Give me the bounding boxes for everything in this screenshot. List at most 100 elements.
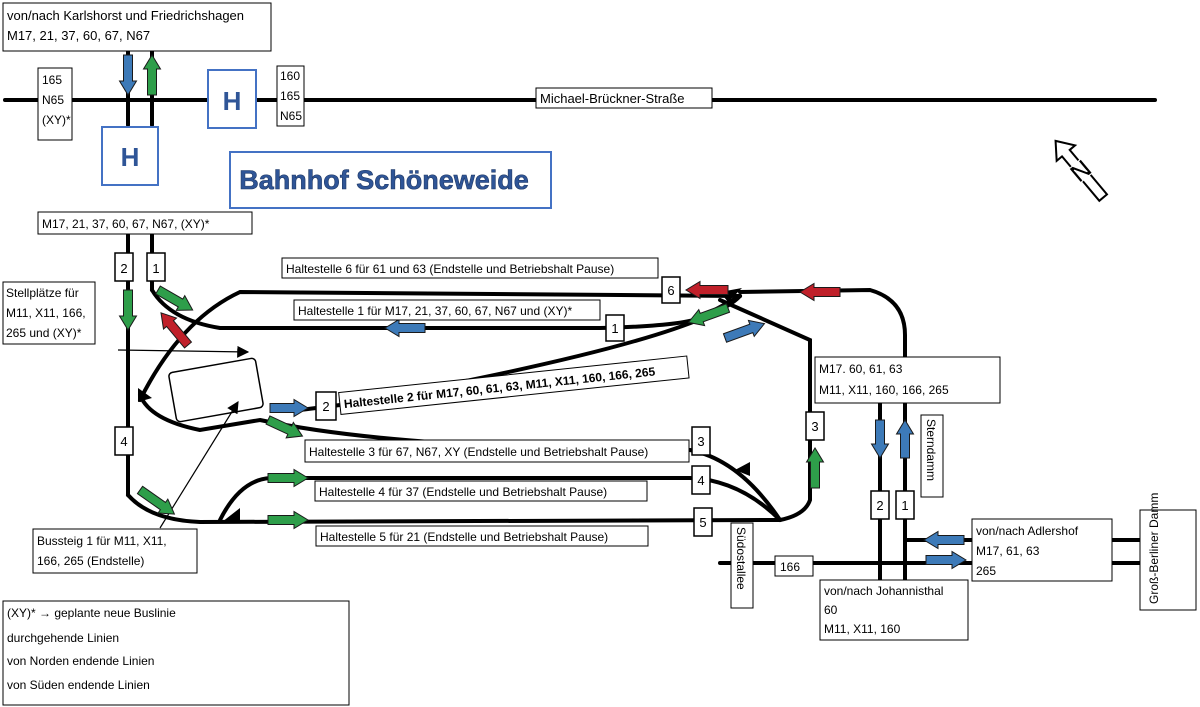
arrow-bussteig-diag xyxy=(136,485,176,515)
svg-text:1: 1 xyxy=(611,321,618,336)
label-michael-brueckner: Michael-Brückner-Straße xyxy=(535,87,713,109)
label-left-stop-lines: 165 N65 (XY)* xyxy=(37,67,73,141)
label-right-stop-lines: 160 165 N65 xyxy=(276,65,305,127)
label-haltestelle-5: Haltestelle 5 für 21 (Endstelle und Betr… xyxy=(315,525,649,547)
label-line-166: 166 xyxy=(774,555,814,577)
legend-north: von Norden endende Linien xyxy=(7,654,154,668)
label-suedostallee: Südostallee xyxy=(730,522,754,609)
label-adlershof: von/nach Adlershof M17, 61, 63 265 xyxy=(971,518,1113,582)
arrow-adlershof-out xyxy=(925,550,967,570)
svg-text:M17. 60, 61, 63: M17. 60, 61, 63 xyxy=(819,362,903,376)
junction-wedge-3 xyxy=(735,462,750,476)
label-karlshorst: von/nach Karlshorst und Friedrichshagen … xyxy=(2,2,272,52)
lane-badge-bottom-2: 2 xyxy=(870,490,890,520)
lane-badge-h5: 5 xyxy=(693,507,713,537)
svg-text:265 und (XY)*: 265 und (XY)* xyxy=(6,326,82,340)
svg-text:4: 4 xyxy=(697,473,704,488)
label-johannisthal: von/nach Johannisthal 60 M11, X11, 160 xyxy=(819,579,969,641)
halt-sign-right: H xyxy=(207,69,257,129)
lane-badge-h2: 2 xyxy=(315,391,337,421)
lane-badge-bottom-1: 1 xyxy=(895,490,915,520)
label-haltestelle-4: Haltestelle 4 für 37 (Endstelle und Betr… xyxy=(314,480,648,502)
svg-text:Groß-Berliner Damm: Groß-Berliner Damm xyxy=(1147,493,1161,604)
halt-sign-left: H xyxy=(101,126,159,186)
station-title: Bahnhof Schöneweide xyxy=(229,151,552,209)
page-title: Bahnhof Schöneweide xyxy=(239,165,529,195)
lane-badge-h3: 3 xyxy=(691,426,711,456)
svg-text:Michael-Brückner-Straße: Michael-Brückner-Straße xyxy=(540,91,685,106)
lane-badge-left-4: 4 xyxy=(114,426,134,456)
pointer-stellplaetze xyxy=(117,345,250,358)
road-haltestelle-1 xyxy=(150,288,742,330)
svg-text:265: 265 xyxy=(976,564,996,578)
svg-text:Haltestelle 4 für 37 (Endstell: Haltestelle 4 für 37 (Endstelle und Betr… xyxy=(319,485,607,499)
svg-text:Sterndamm: Sterndamm xyxy=(924,419,938,481)
svg-text:165: 165 xyxy=(280,89,300,103)
arrow-lane6-diag xyxy=(160,312,193,349)
svg-text:M17, 21, 37, 60, 67, N67, (XY): M17, 21, 37, 60, 67, N67, (XY)* xyxy=(42,217,210,231)
arrow-h6-left-2 xyxy=(799,282,841,302)
svg-text:von/nach Adlershof: von/nach Adlershof xyxy=(976,524,1079,538)
svg-text:3: 3 xyxy=(697,434,704,449)
svg-text:(XY)*: (XY)* xyxy=(42,113,71,127)
svg-text:Stellplätze für: Stellplätze für xyxy=(6,286,79,300)
road-haltestelle-4 xyxy=(218,476,782,522)
svg-text:4: 4 xyxy=(120,434,127,449)
svg-text:1: 1 xyxy=(152,261,159,276)
arrow-h4-right xyxy=(267,468,309,488)
svg-text:166, 265 (Endstelle): 166, 265 (Endstelle) xyxy=(37,554,144,568)
svg-text:N65: N65 xyxy=(280,109,302,123)
svg-text:M11, X11, 160, 166, 265: M11, X11, 160, 166, 265 xyxy=(819,383,949,397)
svg-text:160: 160 xyxy=(280,69,300,83)
north-arrow: N xyxy=(1054,139,1109,203)
svg-text:165: 165 xyxy=(42,73,62,87)
svg-text:Bussteig 1 für M11, X11,: Bussteig 1 für M11, X11, xyxy=(37,534,167,548)
svg-text:M11, X11, 166,: M11, X11, 166, xyxy=(6,306,86,320)
arrow-h5-right xyxy=(267,510,309,530)
svg-text:Haltestelle 3 für 67, N67, XY: Haltestelle 3 für 67, N67, XY (Endstelle… xyxy=(309,445,648,459)
svg-text:2: 2 xyxy=(322,399,329,414)
road-top-outer xyxy=(738,287,907,422)
road-inner-right xyxy=(718,298,812,522)
lane-badge-h1: 1 xyxy=(605,314,625,342)
legend-planned: (XY)* → geplante neue Buslinie xyxy=(7,606,176,620)
arrow-h1-right xyxy=(722,319,766,343)
lane-badge-top-left-1: 1 xyxy=(146,252,166,282)
label-haltestelle-6: Haltestelle 6 für 61 und 63 (Endstelle u… xyxy=(281,257,659,279)
svg-text:5: 5 xyxy=(699,515,706,530)
svg-text:M17, 61, 63: M17, 61, 63 xyxy=(976,544,1040,558)
pointer-bussteig1 xyxy=(159,400,239,529)
svg-text:von/nach Karlshorst und Friedr: von/nach Karlshorst und Friedrichshagen xyxy=(7,8,244,23)
svg-text:1: 1 xyxy=(901,498,908,513)
lane-number-boxes: 2 1 4 6 1 2 3 4 xyxy=(114,252,915,537)
svg-text:M17, 21, 37, 60, 67, N67: M17, 21, 37, 60, 67, N67 xyxy=(7,28,150,43)
svg-text:3: 3 xyxy=(811,419,818,434)
arrow-h1-diag xyxy=(687,303,731,327)
label-stellplaetze: Stellplätze für M11, X11, 166, 265 und (… xyxy=(2,281,96,345)
legend: (XY)* → geplante neue Buslinie durchgehe… xyxy=(2,600,350,706)
arrow-h6-left-1 xyxy=(685,280,729,300)
lane-badge-right-3: 3 xyxy=(805,411,825,441)
arrow-south-up xyxy=(895,419,915,459)
arrow-adlershof-in xyxy=(923,530,965,550)
svg-text:60: 60 xyxy=(824,603,838,617)
label-haltestelle-2: Haltestelle 2 für M17, 60, 61, 63, M11, … xyxy=(338,355,690,416)
road-haltestelle-6 xyxy=(138,289,742,402)
svg-text:166: 166 xyxy=(780,560,800,574)
arrow-h1-left xyxy=(384,318,426,338)
arrow-h3-diag xyxy=(265,415,304,439)
svg-text:M11, X11, 160: M11, X11, 160 xyxy=(824,622,901,636)
parking-area xyxy=(168,357,264,423)
arrow-lane1-diag xyxy=(155,285,194,311)
svg-text:N65: N65 xyxy=(42,93,64,107)
label-south-lines: M17. 60, 61, 63 M11, X11, 160, 166, 265 xyxy=(814,356,1001,404)
lane-badge-top-left-2: 2 xyxy=(114,252,134,282)
svg-text:von/nach Johannisthal: von/nach Johannisthal xyxy=(824,584,943,598)
label-gross-berliner-damm: Groß-Berliner Damm xyxy=(1139,493,1197,611)
junction-wedge-2 xyxy=(222,508,240,522)
svg-text:H: H xyxy=(121,142,140,172)
svg-text:Haltestelle 1 für M17, 21, 37,: Haltestelle 1 für M17, 21, 37, 60, 67, N… xyxy=(298,304,572,318)
lane-badge-h6: 6 xyxy=(661,276,681,304)
svg-text:Haltestelle 6 für 61 und 63 (E: Haltestelle 6 für 61 und 63 (Endstelle u… xyxy=(286,262,614,276)
